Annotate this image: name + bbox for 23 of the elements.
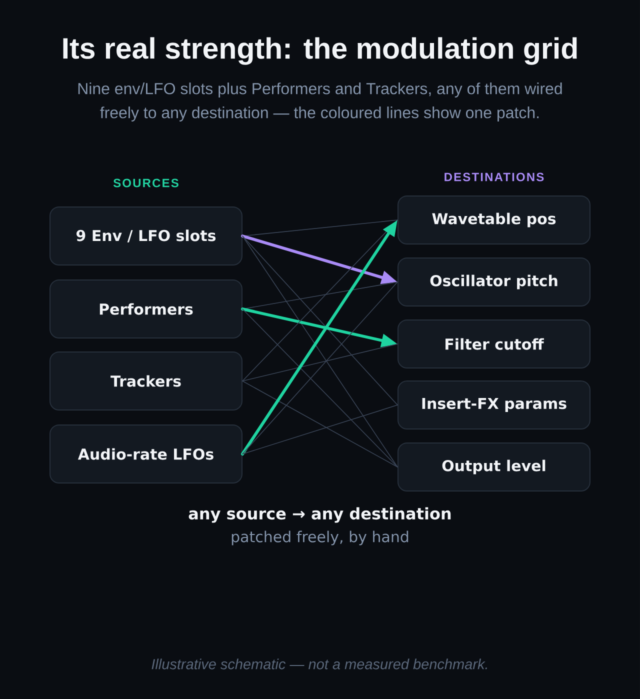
destination-box: Filter cutoff <box>398 320 590 368</box>
summary-text: any source → any destination <box>188 507 451 523</box>
note-text: patched freely, by hand <box>232 530 408 546</box>
subtitle: Nine env/LFO slots plus Performers and Trackers, any of them wired freely to any destination — the coloured lines show one patch. <box>78 82 562 122</box>
title: Its real strength: the modulation grid <box>63 37 577 65</box>
column-heading: DESTINATIONS <box>444 172 544 182</box>
source-box: Performers <box>50 280 242 338</box>
destination-box: Insert-FX params <box>398 380 590 430</box>
connector-line <box>242 344 398 382</box>
footnote: Illustrative schematic — not a measured benchmark. <box>152 658 487 670</box>
source-box: 9 Env / LFO slots <box>50 206 242 266</box>
connector-line <box>242 380 398 468</box>
destination-box: Oscillator pitch <box>398 258 590 306</box>
connector-line <box>242 282 398 454</box>
source-box: Audio-rate LFOs <box>50 424 242 484</box>
connector-line <box>242 220 398 382</box>
destination-box: Output level <box>398 442 590 492</box>
source-box: Trackers <box>50 352 242 410</box>
connector-line <box>242 404 398 454</box>
destination-box: Wavetable pos <box>398 196 590 244</box>
column-heading: SOURCES <box>113 178 178 188</box>
connector-line <box>242 308 398 468</box>
connector-line <box>242 236 398 406</box>
